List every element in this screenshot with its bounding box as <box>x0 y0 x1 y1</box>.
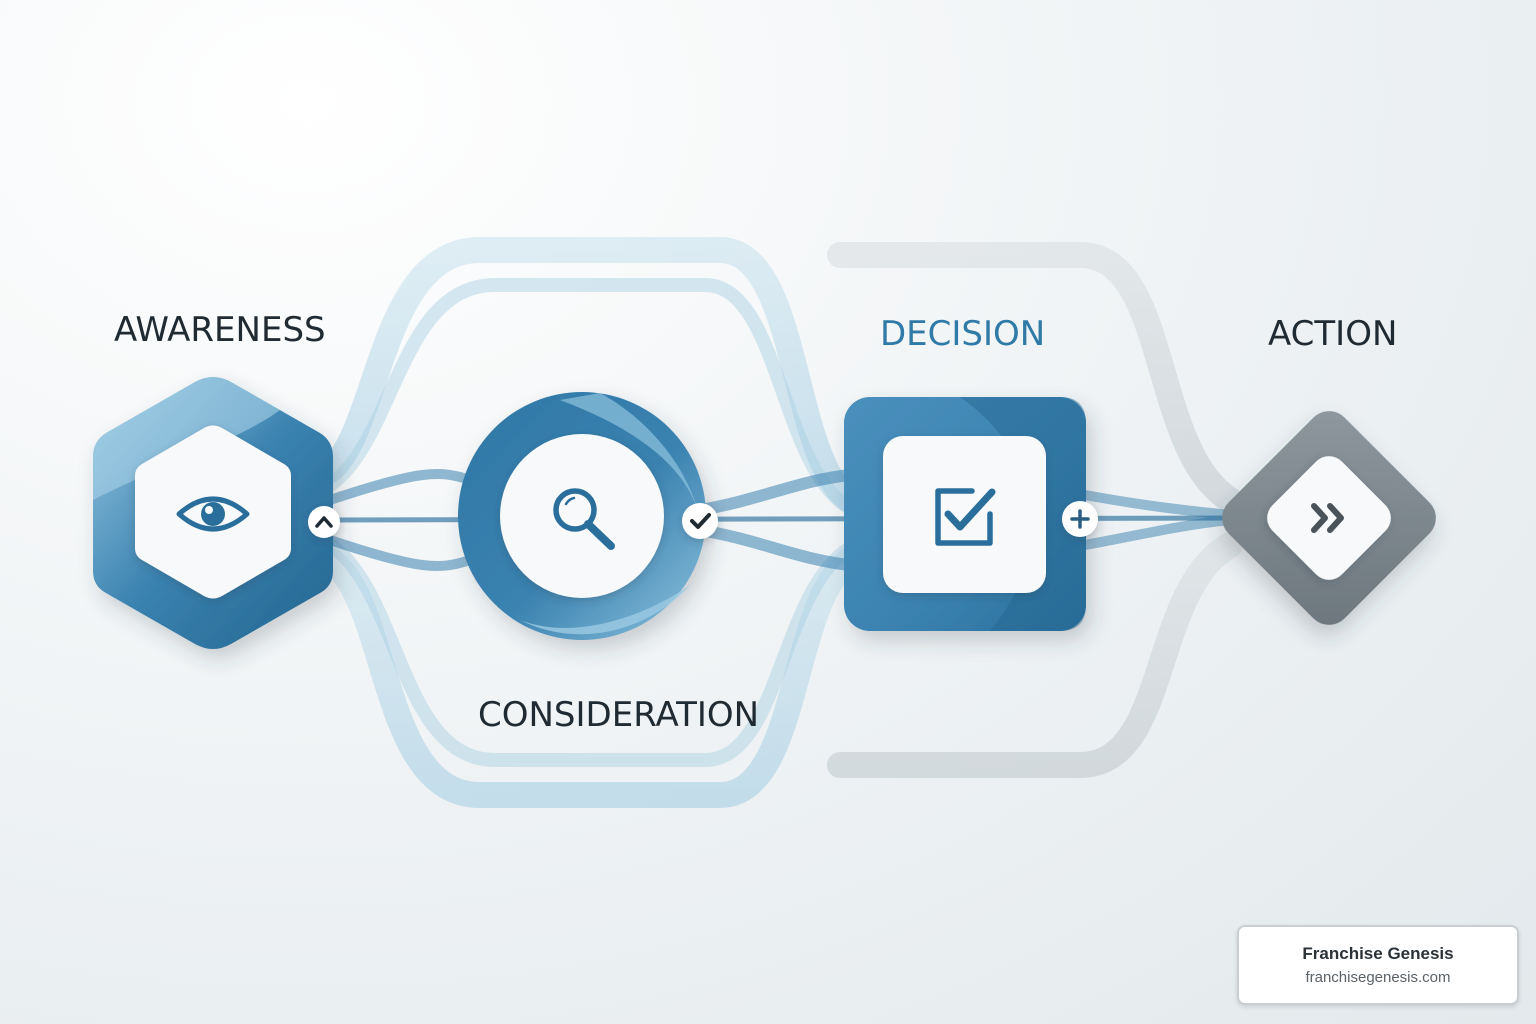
brand-url: franchisegenesis.com <box>1305 969 1451 986</box>
stage-awareness <box>93 377 333 649</box>
band-upper-arch-consideration <box>317 237 863 513</box>
magnifier-icon <box>553 488 615 550</box>
brand-name: Franchise Genesis <box>1302 944 1454 963</box>
stage-action <box>1222 411 1436 625</box>
band-lower-arch-consideration <box>317 547 863 808</box>
band-main-left <box>325 469 475 571</box>
stage-label-consideration: CONSIDERATION <box>478 695 760 735</box>
consideration-circle-swirl <box>560 393 700 520</box>
eye-icon <box>176 496 250 532</box>
stage-consideration <box>458 392 706 640</box>
band-main-right <box>1080 490 1235 550</box>
chevron-up-icon <box>308 506 340 538</box>
checkmark-icon <box>682 503 718 539</box>
band-upper-arch-action <box>827 242 1243 513</box>
action-tile <box>1267 456 1391 580</box>
stage-label-awareness: AWARENESS <box>114 310 326 350</box>
stage-label-action: ACTION <box>1268 314 1398 354</box>
stage-decision <box>844 397 1086 631</box>
band-lower-arch-consideration-inner <box>323 538 857 767</box>
consideration-tile <box>500 434 664 598</box>
plus-icon <box>1062 501 1098 537</box>
double-chevron-right-icon <box>1311 503 1344 533</box>
band-main-middle <box>694 469 856 571</box>
checkbox-icon <box>935 488 996 546</box>
band-lower-arch-action <box>827 532 1243 778</box>
decision-tile <box>883 436 1046 593</box>
consideration-circle-swirl-bottom <box>520 585 690 635</box>
decision-square-shade <box>960 397 1086 631</box>
brand-badge: Franchise Genesis franchisegenesis.com <box>1237 925 1519 1005</box>
stage-label-decision: DECISION <box>880 314 1046 354</box>
band-upper-arch-consideration-inner <box>323 278 857 515</box>
